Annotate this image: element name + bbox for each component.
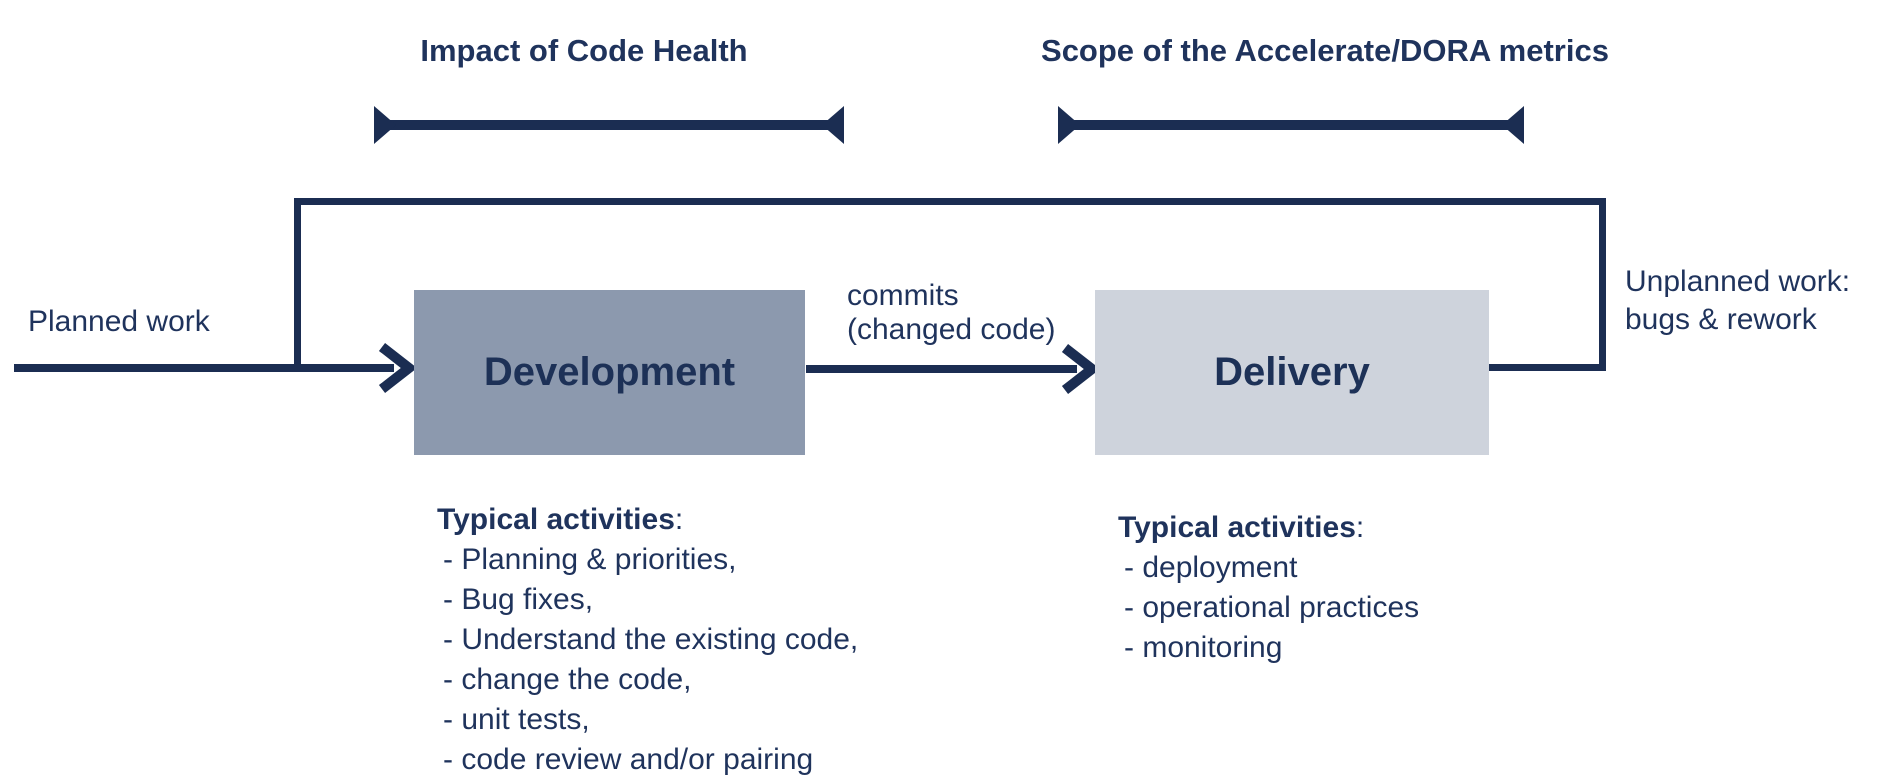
activity-item: - deployment: [1124, 551, 1298, 584]
commits-label-line2: (changed code): [847, 313, 1056, 346]
delivery-activities-list: Typical activities: - deployment - opera…: [1118, 508, 1419, 668]
activity-item: - Understand the existing code,: [443, 623, 859, 656]
activities-heading: Typical activities:: [1118, 508, 1419, 548]
commits-label-line1: commits: [847, 279, 959, 312]
activities-heading-colon: :: [1355, 511, 1365, 544]
activity-item: - Planning & priorities,: [443, 543, 737, 576]
bracket-left-arrow-icon: [1058, 106, 1080, 144]
development-box-label: Development: [483, 350, 736, 394]
activities-heading-colon: :: [674, 503, 684, 536]
arrow-head-icon: [1061, 344, 1101, 394]
dora-range-bracket: [1058, 106, 1524, 144]
unplanned-work-line2: bugs & rework: [1625, 303, 1817, 336]
activity-item: - monitoring: [1124, 631, 1283, 664]
arrow-head-icon: [378, 343, 418, 393]
activities-heading-text: Typical activities: [437, 503, 675, 536]
activity-item: - Bug fixes,: [443, 583, 594, 616]
feedback-loop-line: [294, 198, 1606, 371]
activity-item: - change the code,: [443, 663, 692, 696]
planned-work-label: Planned work: [28, 305, 210, 338]
delivery-box: Delivery: [1095, 290, 1489, 455]
impact-range-bracket: [374, 106, 844, 144]
activities-heading: Typical activities:: [437, 500, 858, 540]
delivery-box-label: Delivery: [1214, 350, 1370, 394]
activity-item: - operational practices: [1124, 591, 1420, 624]
activities-heading-text: Typical activities: [1118, 511, 1356, 544]
planned-work-arrow: [14, 343, 418, 393]
bracket-right-arrow-icon: [822, 106, 844, 144]
bracket-right-arrow-icon: [1502, 106, 1524, 144]
dora-scope-header: Scope of the Accelerate/DORA metrics: [1041, 33, 1609, 68]
impact-header: Impact of Code Health: [420, 33, 748, 68]
unplanned-work-label: Unplanned work: bugs & rework: [1625, 263, 1850, 339]
commits-label: commits (changed code): [847, 279, 1055, 347]
development-activities-list: Typical activities: - Planning & priorit…: [437, 500, 858, 780]
commits-arrow: [806, 344, 1101, 394]
development-box: Development: [414, 290, 805, 455]
activity-item: - code review and/or pairing: [443, 743, 814, 776]
activity-item: - unit tests,: [443, 703, 590, 736]
unplanned-work-line1: Unplanned work:: [1625, 265, 1851, 298]
bracket-left-arrow-icon: [374, 106, 396, 144]
